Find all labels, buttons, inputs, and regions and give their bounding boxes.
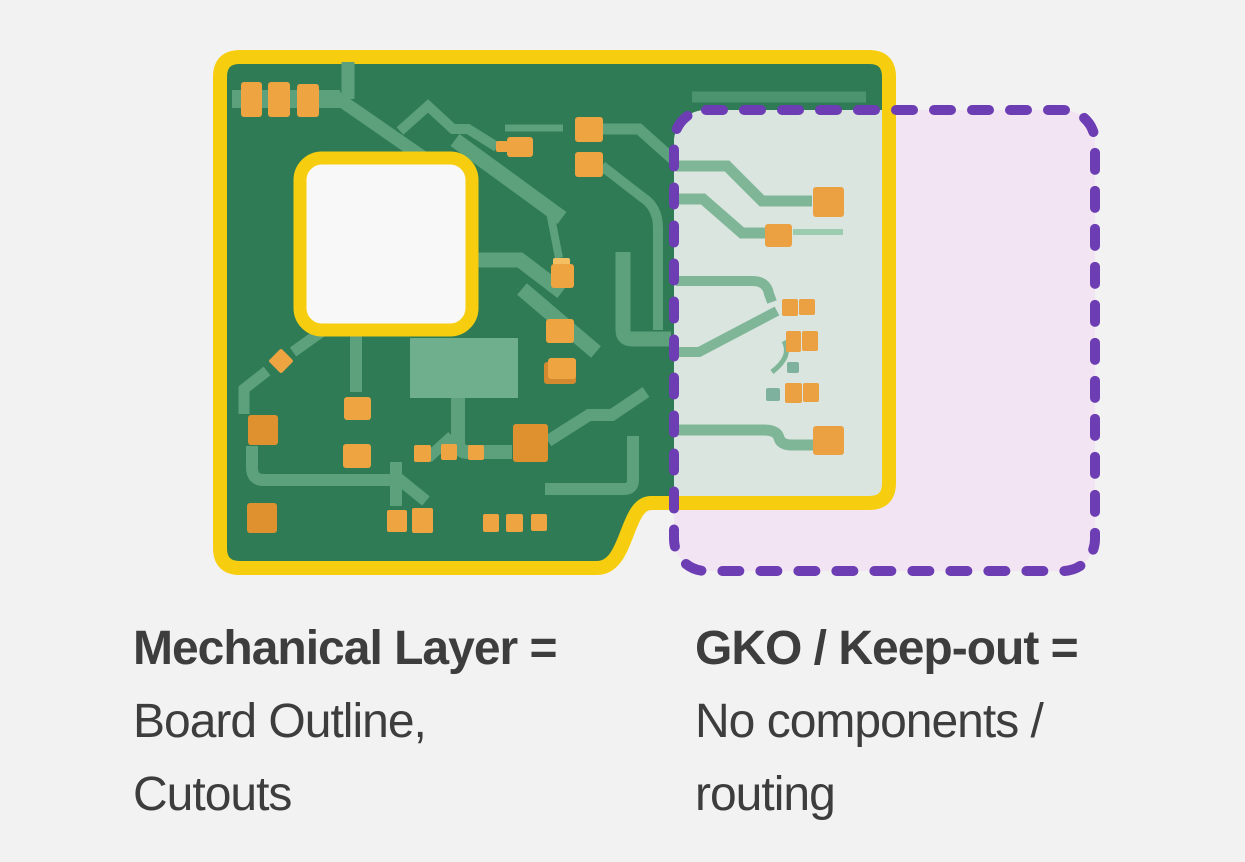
pad [803,383,819,402]
pad [248,415,278,445]
diamond-pad [269,349,293,373]
pad [513,424,548,462]
trace [545,206,563,259]
pad [765,224,792,247]
mechanical-layer-line3: Cutouts [133,768,292,821]
trace [676,424,813,451]
trace [450,133,567,225]
pad [506,514,523,532]
pad [468,445,484,460]
trace [396,99,500,152]
pad [483,514,499,532]
pad [785,383,802,403]
board-cutout [293,151,479,337]
pad [343,444,371,468]
pad [507,137,533,157]
keepout-line3: routing [695,768,836,821]
trace [676,276,777,304]
pad [782,299,798,316]
pad-stub [496,141,508,152]
trace [770,339,789,374]
mechanical-layer-title: Mechanical Layer = [133,622,558,675]
pad [802,331,818,351]
keepout-title: GKO / Keep-out = [695,622,1079,675]
trace [246,446,430,506]
keepout-dashed-border [669,105,1100,576]
mechanical-layer-caption: Mechanical Layer = Board Outline, Cutout… [133,612,693,831]
trace [676,306,780,357]
via [787,362,799,373]
trace [676,160,812,207]
pad [247,503,277,533]
keepout-line2: No components / [695,695,1044,748]
pad [412,508,433,533]
pad [241,82,262,117]
pad [813,426,844,455]
pad [414,445,431,462]
pad [548,358,576,379]
keepout-caption: GKO / Keep-out = No components / routing [695,612,1245,831]
pad [531,514,547,531]
pad [268,82,290,117]
trace [615,252,671,347]
trace [598,162,663,330]
pad [441,444,457,460]
pad [344,397,371,420]
pad [575,117,603,142]
component-footprint [410,338,518,398]
pad [546,319,574,343]
trace [544,387,650,447]
solder-pads [241,82,603,533]
pad [799,299,815,315]
pad [297,84,319,117]
pad [786,331,801,352]
mechanical-layer-line2: Board Outline, [133,695,427,748]
trace [676,193,766,239]
trace [451,398,512,459]
trace [424,431,456,463]
pad [387,510,407,532]
trace [238,366,271,414]
pad [551,264,574,288]
trace [478,252,567,298]
keepout-pads [765,187,844,455]
pad [575,152,603,177]
trace [603,123,680,167]
pad [813,187,844,217]
via [766,388,780,401]
keepout-traces [676,160,843,451]
trace [545,436,639,495]
